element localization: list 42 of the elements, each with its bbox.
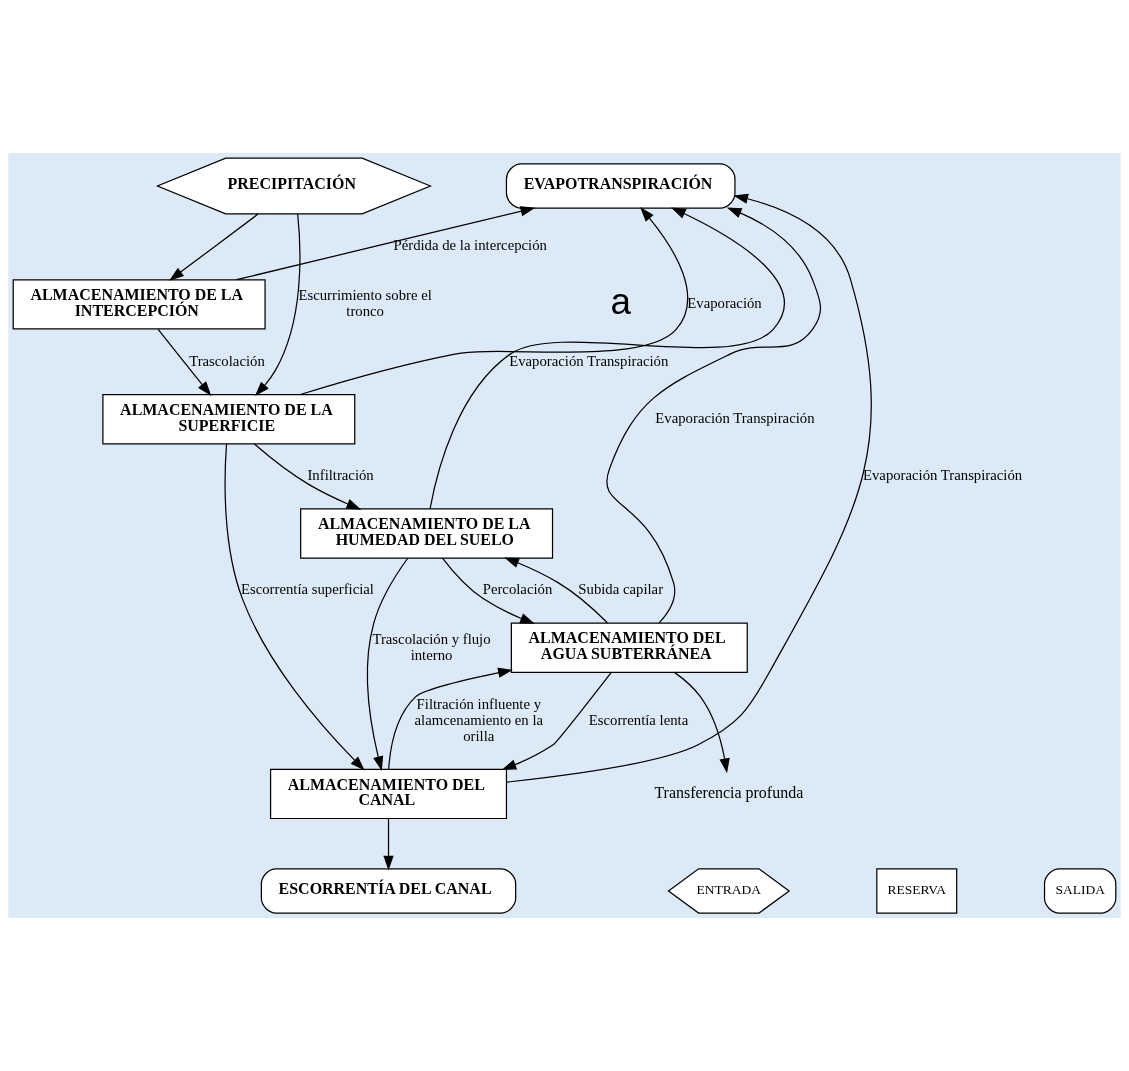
node-box: ALMACENAMIENTO DE LA SUPERFICIE (102, 394, 356, 445)
node-box: ALMACENAMIENTO DEL AGUA SUBTERRÁNEA (510, 622, 748, 673)
edge-label: Escorrentía superficial (240, 581, 374, 598)
edge-label: Evaporación Transpiración (862, 467, 1023, 484)
edge-label: Escurrimiento sobre el tronco (298, 287, 432, 320)
node-box: ALMACENAMIENTO DE LA HUMEDAD DEL SUELO (300, 508, 554, 559)
arrow (299, 207, 689, 396)
edge-label: Evaporación Transpiración (509, 352, 669, 369)
edge-label: Trascolación y flujo interno (372, 630, 491, 663)
node-text: Transferencia profunda (654, 784, 804, 802)
arrow (235, 206, 536, 281)
edge-label: Percolación (482, 581, 553, 598)
arrow (169, 213, 259, 281)
node-box: ALMACENAMIENTO DEL CANAL (269, 768, 508, 820)
edge-label: Escorrentía lenta (588, 711, 689, 728)
node-box: ALMACENAMIENTO DE LA INTERCEPCIÓN (12, 279, 266, 330)
arrow (253, 443, 362, 510)
arrow (506, 193, 872, 783)
arrow (429, 207, 785, 510)
edge-label: Trascolación (189, 352, 265, 369)
arrow (501, 671, 612, 770)
arrow (224, 443, 365, 771)
arrow (606, 207, 822, 624)
legend-label: RESERVA (887, 882, 947, 898)
edge-label: Pérdida de la intercepción (393, 237, 547, 254)
edge-label: Evaporación Transpiración (655, 410, 815, 427)
edge-label: Filtración influente y alamcenamiento en la orilla (414, 695, 544, 744)
label: a (610, 280, 631, 322)
arrow (673, 671, 730, 774)
arrow (441, 557, 535, 624)
arrow (388, 667, 513, 770)
edge-label: Infiltración (307, 467, 374, 484)
node-box: EVAPOTRANSPIRACIÓN (505, 163, 736, 209)
edge-label: Subida capilar (578, 581, 664, 598)
legend-label: SALIDA (1055, 882, 1105, 898)
arrow (383, 817, 394, 871)
arrow (157, 328, 212, 397)
arrow (254, 213, 301, 397)
arrow (366, 557, 409, 771)
node-box: ESCORRENTÍA DEL CANAL (260, 868, 517, 914)
arrow (504, 557, 608, 624)
legend-label: ENTRADA (696, 882, 762, 898)
